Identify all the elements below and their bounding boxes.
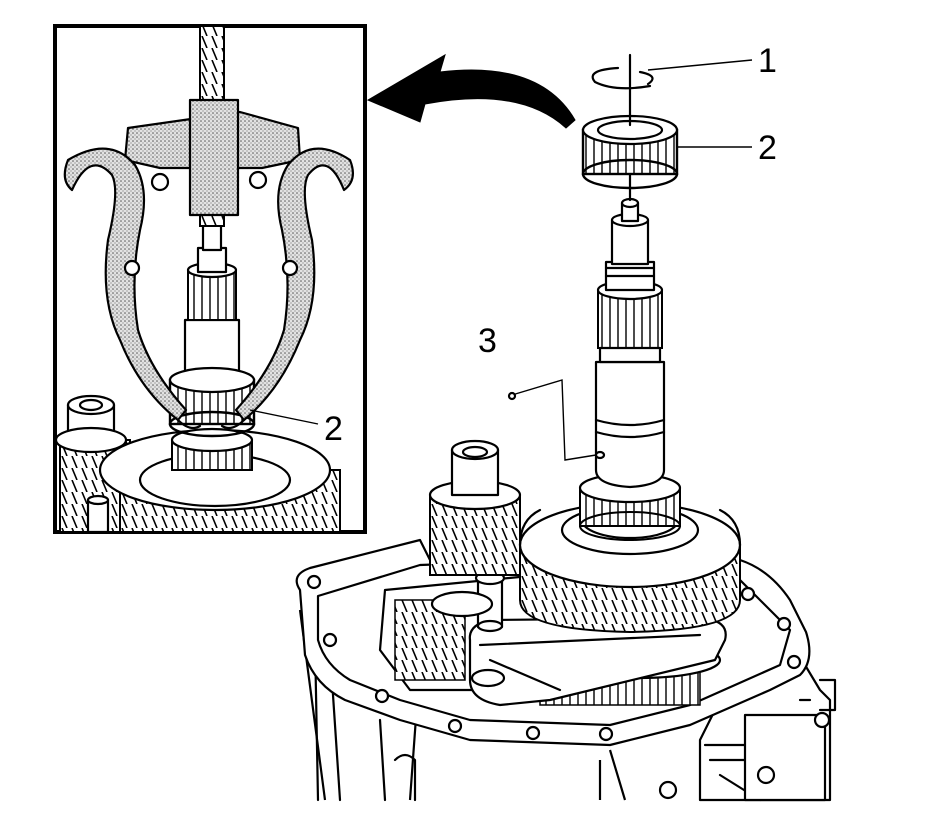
bearing-puller [63, 98, 355, 430]
mainshaft [594, 197, 666, 489]
callout-label-1: 1 [758, 42, 777, 80]
inset-bearing [168, 366, 256, 438]
inset-callout-2: 2 [249, 409, 343, 448]
transfer-arrow [366, 53, 576, 129]
snap-ring-groove [594, 450, 606, 460]
countershaft-gear [428, 439, 522, 618]
callout-label-3: 3 [478, 322, 497, 360]
bearing [581, 114, 679, 202]
callout-3: 3 [478, 322, 597, 461]
inset-bearing-puller-view: 2 [53, 24, 367, 534]
shift-lever [468, 570, 727, 707]
snap-ring [591, 53, 654, 127]
inset-callout-label-2: 2 [324, 410, 343, 448]
callout-1: 1 [647, 42, 777, 80]
callout-2: 2 [677, 129, 777, 167]
main-drive-gear [518, 500, 742, 634]
transmission-case [295, 53, 837, 802]
flange-bolt-holes [306, 574, 802, 742]
callout-label-2: 2 [758, 129, 777, 167]
